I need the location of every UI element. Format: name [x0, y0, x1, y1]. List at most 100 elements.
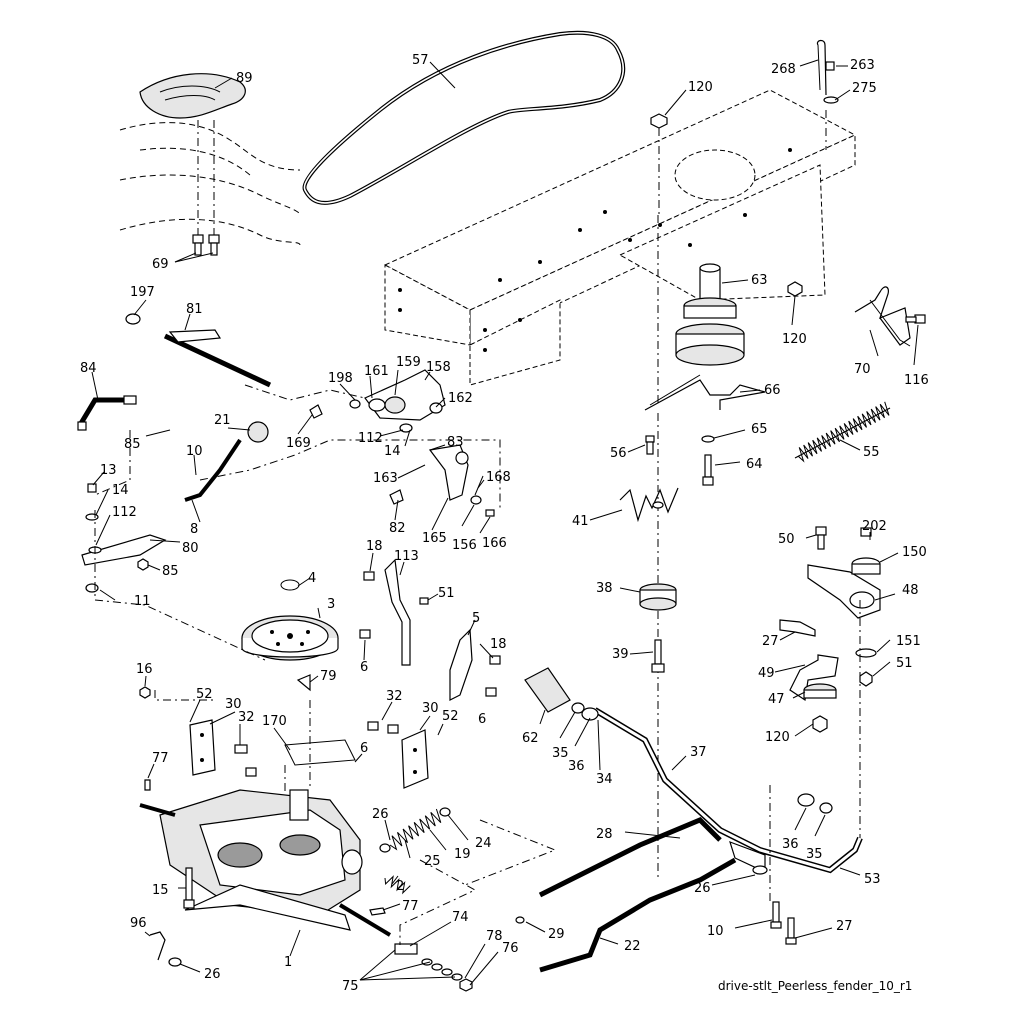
callout-198: 198 — [328, 371, 353, 386]
callout-69: 69 — [152, 257, 169, 272]
callout-161: 161 — [364, 364, 389, 379]
callout-84: 84 — [80, 361, 97, 376]
callout-83: 83 — [447, 435, 464, 450]
callout-81: 81 — [186, 302, 203, 317]
callout-36a: 36 — [568, 759, 585, 774]
bracket-37 — [729, 841, 768, 875]
callout-49: 49 — [758, 666, 775, 681]
idler-arm-48 — [779, 526, 881, 733]
cross-shaft-34 — [593, 707, 863, 874]
callout-48: 48 — [902, 583, 919, 598]
rod-22 — [539, 857, 737, 973]
callout-197: 197 — [130, 285, 155, 300]
callout-74: 74 — [452, 910, 469, 925]
key-79 — [296, 674, 311, 692]
callout-36b: 36 — [782, 837, 799, 852]
callout-65: 65 — [751, 422, 768, 437]
callout-27b: 27 — [836, 919, 853, 934]
callout-113: 113 — [394, 549, 419, 564]
callout-85a: 85 — [124, 437, 141, 452]
callout-10b: 10 — [707, 924, 724, 939]
callout-202: 202 — [862, 519, 887, 534]
callout-26a: 26 — [372, 807, 389, 822]
fender-outline — [119, 122, 301, 246]
callout-275: 275 — [852, 81, 877, 96]
callout-55: 55 — [863, 445, 880, 460]
callout-15: 15 — [152, 883, 169, 898]
callout-70: 70 — [854, 362, 871, 377]
leader-lines — [91, 59, 919, 986]
callout-163: 163 — [373, 471, 398, 486]
callout-37: 37 — [690, 745, 707, 760]
callout-56: 56 — [610, 446, 627, 461]
callout-263: 263 — [850, 58, 875, 73]
callout-18a: 18 — [366, 539, 383, 554]
callout-51b: 51 — [896, 656, 913, 671]
callout-159: 159 — [396, 355, 421, 370]
callout-85b: 85 — [162, 564, 179, 579]
callout-30b: 30 — [422, 701, 439, 716]
callout-156: 156 — [452, 538, 477, 553]
callout-170: 170 — [262, 714, 287, 729]
bracket-70 — [854, 286, 911, 347]
callout-22: 22 — [624, 939, 641, 954]
callout-112b: 112 — [112, 505, 137, 520]
callout-41: 41 — [572, 514, 589, 529]
callout-28: 28 — [596, 827, 613, 842]
brake-bracket-assembly — [309, 369, 495, 517]
pin-96 — [149, 931, 166, 961]
callout-19: 19 — [454, 847, 471, 862]
pulley-63 — [657, 215, 745, 880]
idler-bracket-66 — [644, 374, 766, 411]
spring-25 — [379, 807, 451, 853]
callout-38: 38 — [596, 581, 613, 596]
callout-10a: 10 — [186, 444, 203, 459]
callout-78: 78 — [486, 929, 503, 944]
callout-79: 79 — [320, 669, 337, 684]
callout-268: 268 — [771, 62, 796, 77]
callout-25: 25 — [424, 854, 441, 869]
shift-lever-84 — [77, 395, 137, 431]
bolts-10-27 — [770, 901, 797, 945]
keys-77 — [144, 779, 386, 916]
transaxle-1 — [139, 789, 392, 937]
bolt-56 — [645, 435, 655, 455]
callout-112a: 112 — [358, 431, 383, 446]
callout-21: 21 — [214, 413, 231, 428]
spring-2 — [384, 875, 411, 895]
fender-insert — [139, 73, 246, 119]
pulley-38 — [639, 583, 677, 611]
bolt-39 — [651, 639, 665, 673]
callout-77a: 77 — [152, 751, 169, 766]
callout-47: 47 — [768, 692, 785, 707]
callout-150: 150 — [902, 545, 927, 560]
callout-62: 62 — [522, 731, 539, 746]
bracket-30-right — [367, 721, 429, 789]
callout-39: 39 — [612, 647, 629, 662]
callout-3: 3 — [327, 597, 335, 612]
callout-120b: 120 — [782, 332, 807, 347]
callout-52b: 52 — [442, 709, 459, 724]
callout-96: 96 — [130, 916, 147, 931]
shaft-81 — [125, 313, 272, 388]
callout-89: 89 — [236, 71, 253, 86]
guide-lines — [94, 384, 861, 945]
washers-36-35 — [797, 793, 833, 814]
bolt-15 — [183, 867, 195, 909]
pulley-3 — [241, 579, 339, 661]
diagram-caption: drive-stlt_Peerless_fender_10_r1 — [718, 979, 912, 993]
callout-14a: 14 — [384, 444, 401, 459]
rod-28 — [515, 817, 722, 924]
drive-belt — [302, 30, 626, 205]
callout-35a: 35 — [552, 746, 569, 761]
callout-6c: 6 — [360, 741, 368, 756]
callout-11: 11 — [134, 594, 151, 609]
callout-168: 168 — [486, 470, 511, 485]
spring-55 — [794, 401, 891, 463]
tractor-frame — [383, 89, 857, 386]
callout-1: 1 — [284, 955, 292, 970]
callout-169: 169 — [286, 436, 311, 451]
callout-75: 75 — [342, 979, 359, 994]
